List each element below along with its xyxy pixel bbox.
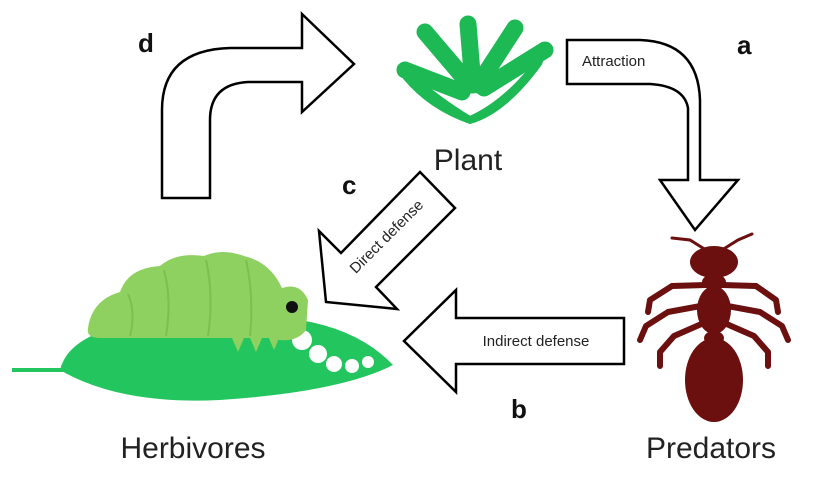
arrow-c-shape [317,170,457,311]
arrow-b-shape [402,287,626,395]
arrow-b-label: Indirect defense [483,333,590,350]
arrow-a-letter: a [737,30,752,60]
arrow-d [160,11,356,200]
arrow-b-letter: b [511,394,527,424]
arrow-a-shape [565,38,741,233]
herbivores-label: Herbivores [120,432,265,465]
arrow-d-letter: d [138,28,154,58]
plant-label: Plant [434,144,503,177]
arrow-d-shape [160,11,356,200]
arrow-c [317,170,457,311]
ant-icon [637,232,791,422]
caterpillar-on-leaf-icon [12,252,393,401]
predators-label: Predators [646,432,776,465]
arrow-a [565,38,741,233]
arrow-b [402,287,626,395]
plant-icon [396,15,554,125]
caterpillar-icon [87,252,308,352]
arrow-a-label: Attraction [582,53,645,70]
caterpillar-eye [286,301,298,313]
arrow-c-letter: c [342,170,356,200]
